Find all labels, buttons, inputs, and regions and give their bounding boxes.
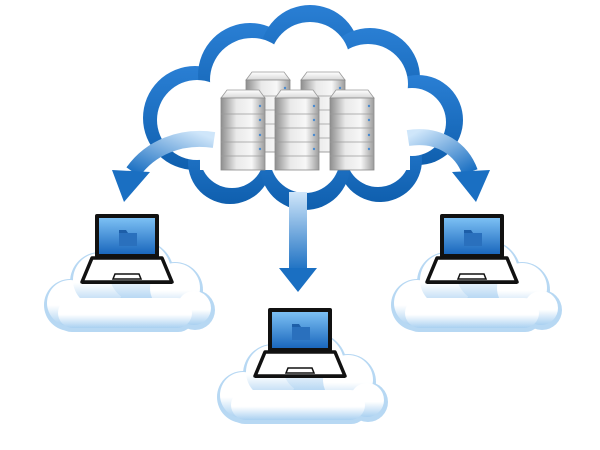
laptop-icon <box>80 212 174 286</box>
laptop-icon <box>253 306 347 380</box>
client-center <box>217 306 388 424</box>
arrow-down-left-icon <box>112 131 216 202</box>
arrow-down-icon <box>279 192 317 292</box>
arrow-down-right-icon <box>406 129 490 202</box>
client-left <box>44 212 215 332</box>
laptop-icon <box>425 212 519 286</box>
client-right <box>391 212 562 332</box>
